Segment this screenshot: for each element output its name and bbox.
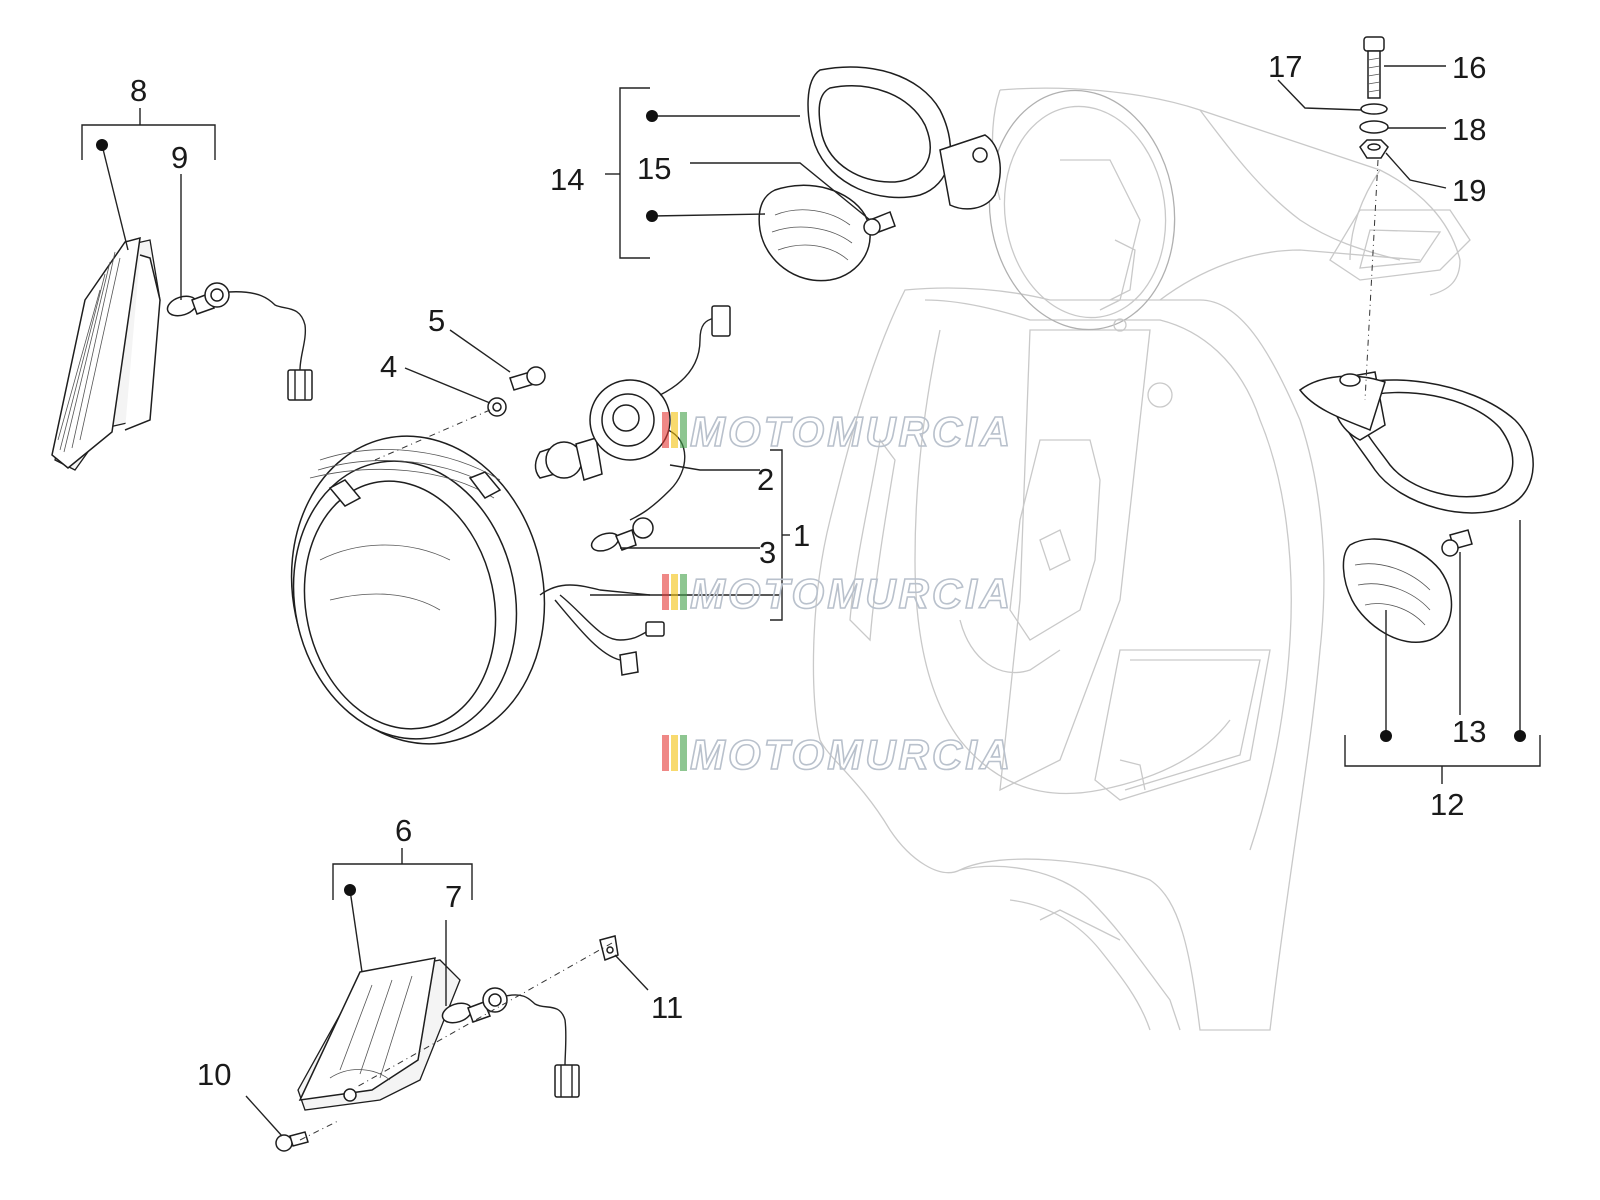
callout-7: 7: [445, 879, 462, 914]
callout-11: 11: [651, 990, 683, 1025]
watermark-1: MOTOMURCIA: [662, 407, 1013, 456]
rear-mirror-left: [807, 66, 1001, 210]
headlight-bulb-and-holder: [534, 305, 731, 521]
callout-6: 6: [395, 813, 412, 848]
callout-9: 9: [171, 140, 188, 175]
mirror-glass-left: [758, 184, 871, 282]
headlight-rim: [290, 435, 665, 745]
watermark-2: MOTOMURCIA: [662, 569, 1013, 618]
leader-lines: [81, 65, 1541, 1137]
callout-17: 17: [1268, 49, 1302, 84]
callout-13: 13: [1452, 714, 1486, 749]
front-indicator-left-assembly: [51, 236, 161, 471]
indicator-bulb-socket-left: [166, 282, 313, 401]
callout-19: 19: [1452, 173, 1486, 208]
callout-18: 18: [1452, 112, 1486, 147]
callout-2: 2: [757, 462, 774, 497]
mirror-glass-right: [1342, 538, 1453, 643]
callout-12: 12: [1430, 787, 1464, 822]
callout-8: 8: [130, 73, 147, 108]
callout-14: 14: [550, 162, 584, 197]
mirror-bolt-right: [1441, 529, 1473, 557]
reference-dots: [96, 110, 1526, 896]
callout-16: 16: [1452, 50, 1486, 85]
rear-mirror-right: [1298, 371, 1534, 514]
callout-1: 1: [793, 518, 810, 553]
callout-3: 3: [759, 535, 776, 570]
assembly-axis-lines: [299, 159, 1379, 1141]
callout-4: 4: [380, 349, 397, 384]
self-tapping-screw: [275, 1131, 309, 1152]
watermark-text: MOTOMURCIA: [690, 731, 1013, 778]
clip-nut: [599, 935, 619, 962]
front-indicator-right-assembly: [297, 957, 461, 1111]
screw-and-washer: [487, 366, 546, 417]
watermark-text: MOTOMURCIA: [690, 408, 1013, 455]
parking-bulb: [590, 517, 654, 552]
callout-labels: 8 9 5 4 2 1 3 14 15 17 16 18 19 13 12 6 …: [130, 49, 1486, 1092]
callout-15: 15: [637, 151, 671, 186]
bolt-washer-nut-stack: [1359, 36, 1389, 159]
callout-5: 5: [428, 303, 445, 338]
watermark-3: MOTOMURCIA: [662, 730, 1013, 779]
indicator-bulb-socket-right: [441, 987, 580, 1098]
watermark-text: MOTOMURCIA: [690, 570, 1013, 617]
mirror-bolt-left: [863, 211, 896, 236]
headlamp-housing-on-body: [988, 89, 1176, 408]
callout-10: 10: [197, 1057, 231, 1092]
